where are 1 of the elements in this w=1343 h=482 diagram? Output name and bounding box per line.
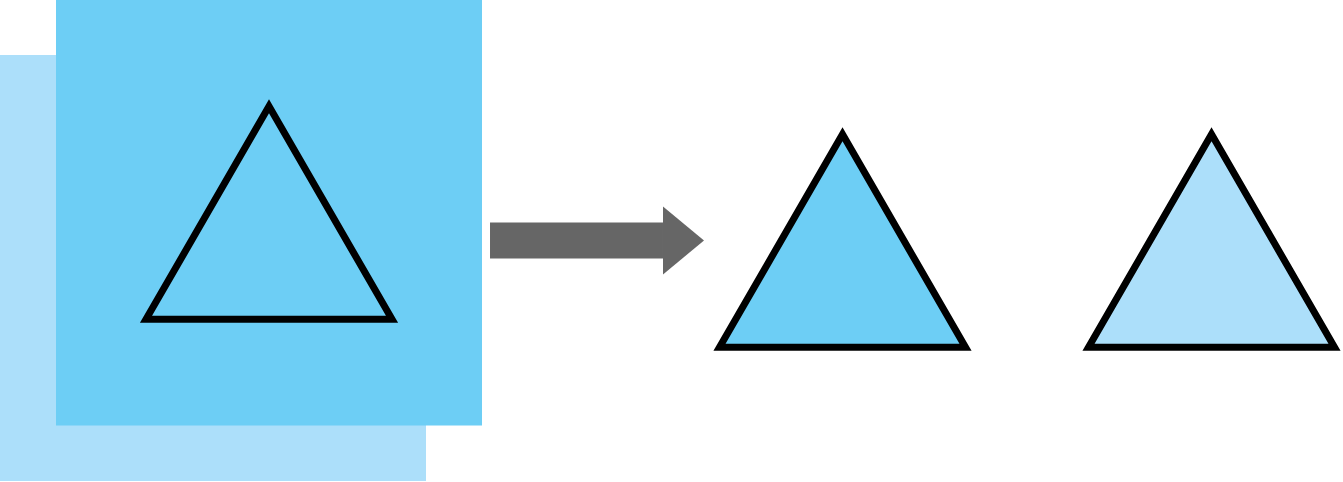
block-arrow xyxy=(490,206,704,275)
